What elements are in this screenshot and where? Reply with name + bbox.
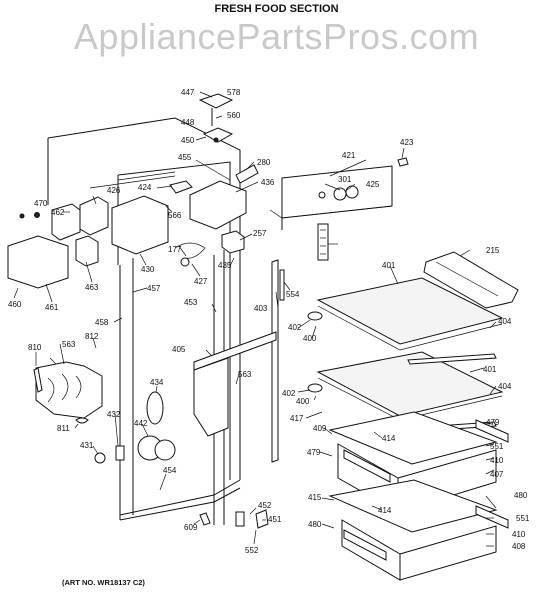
part-label: 404 (498, 382, 512, 391)
part-label: 280 (257, 158, 271, 167)
part-label: 810 (28, 343, 42, 352)
part-label: 480 (514, 491, 528, 500)
part-label: 554 (286, 290, 300, 299)
control-panel (269, 157, 409, 261)
part-label: 470 (34, 199, 48, 208)
part-label: 301 (338, 175, 352, 184)
light-housing-parts (7, 93, 259, 289)
part-label: 410 (490, 456, 504, 465)
part-label: 434 (150, 378, 164, 387)
part-label: 404 (498, 317, 512, 326)
part-label: 563 (238, 370, 252, 379)
crisper-drawers (328, 411, 509, 581)
part-label: 458 (95, 318, 109, 327)
part-label: 423 (400, 138, 414, 147)
part-label: 424 (138, 183, 152, 192)
part-label: 410 (512, 530, 526, 539)
door-bin (423, 251, 519, 309)
part-label: 427 (194, 277, 208, 286)
glass-shelves (307, 277, 504, 433)
part-label: 402 (282, 389, 296, 398)
part-label: 811 (57, 424, 70, 433)
part-label: 431 (80, 441, 94, 450)
shelf-rail (271, 259, 285, 463)
part-label: 457 (147, 284, 161, 293)
part-label: 479 (486, 418, 500, 427)
part-label: 461 (45, 303, 59, 312)
part-label: 426 (107, 186, 121, 195)
part-label: 453 (184, 298, 198, 307)
part-label: 479 (307, 448, 321, 457)
part-label: 442 (134, 419, 148, 428)
part-label: 452 (258, 501, 272, 510)
part-label: 463 (85, 283, 99, 292)
part-label: 448 (181, 118, 195, 127)
part-label: 425 (366, 180, 380, 189)
part-label: 407 (490, 470, 504, 479)
part-label: 430 (141, 265, 155, 274)
part-label: 402 (288, 323, 302, 332)
part-label: 415 (308, 493, 322, 502)
part-label: 566 (168, 211, 182, 220)
leader-lines (13, 91, 497, 547)
part-label: 401 (382, 261, 396, 270)
part-label: 563 (62, 340, 76, 349)
part-label: 462 (51, 208, 65, 217)
section-title: FRESH FOOD SECTION (214, 3, 339, 15)
part-label: 560 (227, 111, 241, 120)
part-label: 400 (303, 334, 317, 343)
part-label: 451 (268, 515, 282, 524)
part-number-labels: 447 578 448 560 450 455 280 426 424 436 … (8, 88, 530, 555)
part-label: 447 (181, 88, 195, 97)
part-label: 405 (172, 345, 186, 354)
part-label: 552 (245, 546, 259, 555)
part-label: 414 (382, 434, 396, 443)
part-label: 480 (308, 520, 322, 529)
part-label: 455 (178, 153, 192, 162)
part-label: 408 (512, 542, 526, 551)
part-label: 450 (181, 136, 195, 145)
part-label: 436 (261, 178, 275, 187)
part-label: 409 (313, 424, 327, 433)
part-label: 421 (342, 151, 356, 160)
art-number: (ART NO. WR18137 C2) (62, 578, 145, 587)
part-label: 460 (8, 300, 22, 309)
part-label: 812 (85, 332, 99, 341)
part-label: 432 (107, 410, 121, 419)
part-label: 435 (218, 261, 232, 270)
part-label: 551 (490, 442, 504, 451)
part-label: 578 (227, 88, 241, 97)
cabinet-liner (47, 117, 241, 525)
part-label: 454 (163, 466, 177, 475)
part-label: 414 (378, 506, 392, 515)
lower-left-parts (33, 331, 277, 529)
part-label: 215 (486, 246, 500, 255)
part-label: 417 (290, 414, 304, 423)
part-label: 257 (253, 229, 267, 238)
part-label: 609 (184, 523, 198, 532)
part-label: 177 (168, 245, 182, 254)
part-label: 403 (254, 304, 268, 313)
part-label: 401 (483, 365, 497, 374)
part-label: 551 (516, 514, 530, 523)
part-label: 400 (296, 397, 310, 406)
watermark: AppliancePartsPros.com (73, 16, 480, 57)
